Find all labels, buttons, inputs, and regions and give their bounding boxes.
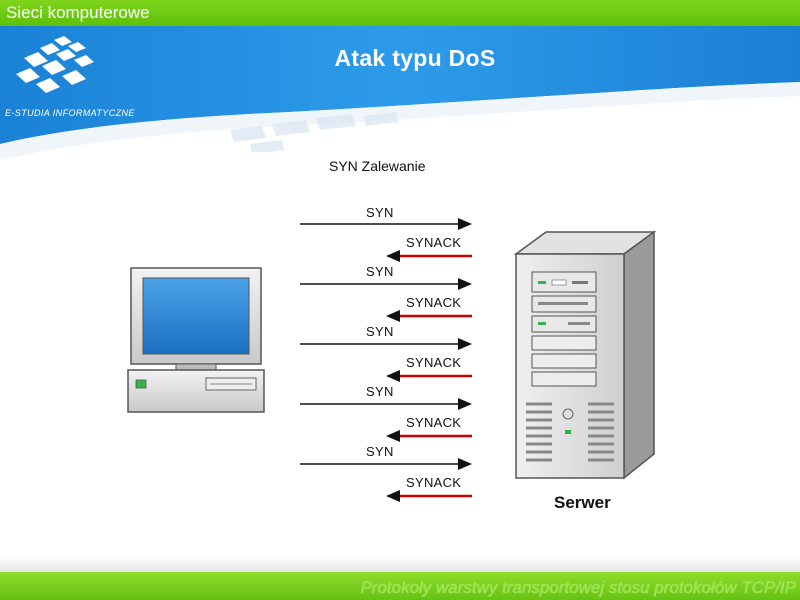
syn-arrow [300, 218, 472, 230]
msg-label-syn: SYN [366, 205, 394, 220]
msg-label-synack: SYNACK [406, 415, 462, 430]
footer-fade [0, 556, 800, 572]
bottom-bar: Protokoły warstwy transportowej stosu pr… [0, 572, 800, 600]
synack-arrow [386, 430, 472, 442]
logo-icon [16, 36, 94, 93]
syn-arrow [300, 458, 472, 470]
client-computer-icon [127, 267, 265, 413]
header-banner [0, 26, 800, 166]
synack-arrow [386, 310, 472, 322]
synack-arrow [386, 490, 472, 502]
diagram-title: SYN Zalewanie [329, 158, 426, 174]
syn-arrow [300, 398, 472, 410]
course-title: Sieci komputerowe [6, 3, 150, 22]
msg-label-synack: SYNACK [406, 355, 462, 370]
synack-arrow [386, 370, 472, 382]
server-icon [513, 230, 656, 480]
slide-title: Atak typu DoS [334, 45, 496, 71]
msg-label-syn: SYN [366, 264, 394, 279]
logo-text: E-STUDIA INFORMATYCZNE [5, 108, 135, 118]
server-label: Serwer [554, 493, 611, 512]
msg-label-synack: SYNACK [406, 475, 462, 490]
synack-arrow [386, 250, 472, 262]
msg-label-syn: SYN [366, 444, 394, 459]
footer-text: Protokoły warstwy transportowej stosu pr… [360, 578, 796, 597]
syn-arrow [300, 338, 472, 350]
syn-arrow [300, 278, 472, 290]
top-bar: Sieci komputerowe [0, 0, 800, 26]
msg-label-syn: SYN [366, 384, 394, 399]
msg-label-syn: SYN [366, 324, 394, 339]
msg-label-synack: SYNACK [406, 235, 462, 250]
msg-label-synack: SYNACK [406, 295, 462, 310]
